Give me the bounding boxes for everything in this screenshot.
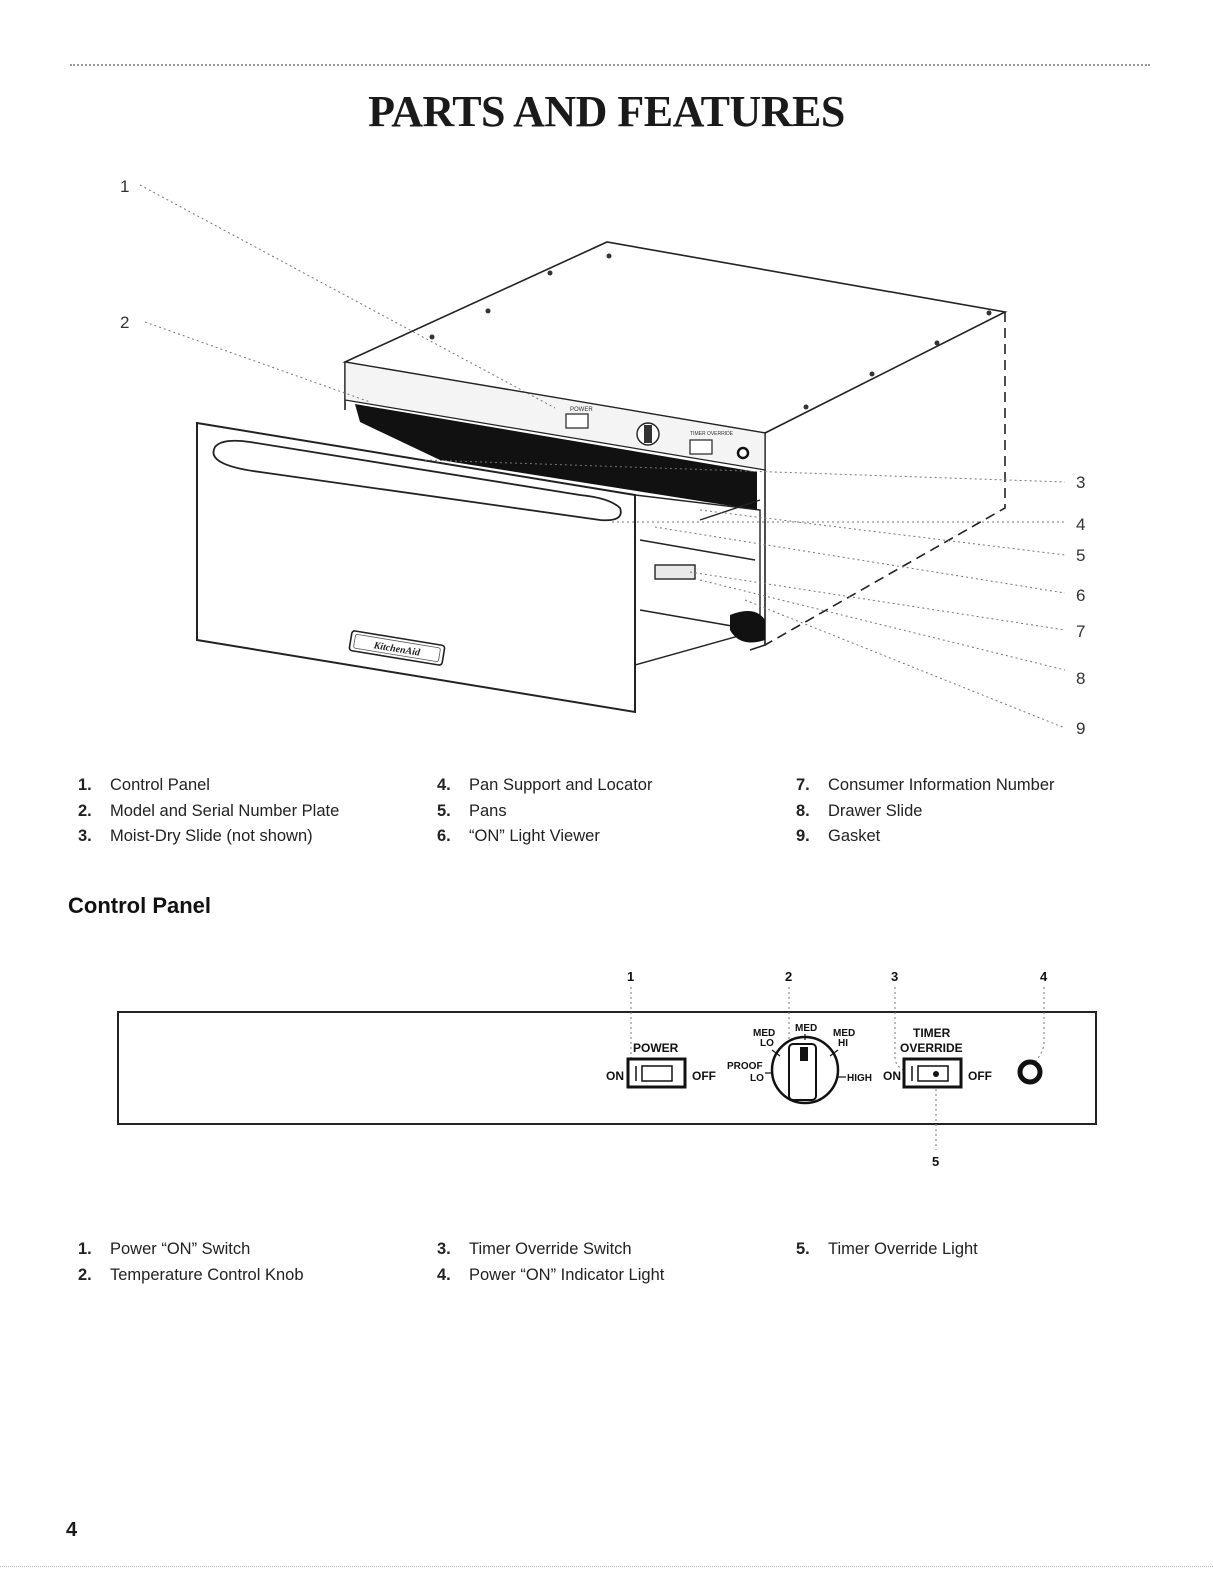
svg-text:2: 2 [120, 313, 129, 332]
gasket [730, 611, 765, 643]
power-indicator-light [1017, 1059, 1043, 1085]
drawer-handle [212, 439, 622, 522]
list-item: 1.Power “ON” Switch [78, 1240, 251, 1258]
timer-override-switch[interactable]: TIMER OVERRIDE ON OFF [883, 1026, 992, 1089]
svg-text:ON: ON [606, 1069, 624, 1083]
list-item: 7.Consumer Information Number [796, 776, 1055, 794]
power-switch-mini [565, 413, 589, 429]
list-item: 3.Timer Override Switch [437, 1240, 632, 1258]
control-panel-callouts: 1 2 3 4 5 [627, 969, 1048, 1169]
warming-drawer-illustration: POWER TIMER OVERRIDE KitchenAid 1 [120, 177, 1085, 738]
svg-text:6: 6 [1076, 586, 1085, 605]
control-panel-column-1: 1.Power “ON” Switch 2.Temperature Contro… [78, 1240, 304, 1291]
drawer-front: KitchenAid [196, 421, 636, 714]
svg-text:HIGH: HIGH [847, 1073, 872, 1084]
list-item: 4.Pan Support and Locator [437, 776, 653, 794]
svg-text:OVERRIDE: OVERRIDE [900, 1041, 963, 1055]
timer-switch-mini [689, 439, 713, 455]
svg-text:LO: LO [760, 1038, 774, 1049]
power-switch[interactable]: POWER ON OFF [606, 1041, 716, 1089]
callout-numbers: 1 2 3 4 5 6 7 8 9 [120, 177, 1085, 738]
svg-text:MED: MED [753, 1028, 775, 1039]
list-item: 2.Temperature Control Knob [78, 1265, 304, 1284]
parts-column-2: 4.Pan Support and Locator 5.Pans 6.“ON” … [437, 776, 652, 853]
svg-text:9: 9 [1076, 719, 1085, 738]
list-item: 2.Model and Serial Number Plate [78, 801, 340, 820]
svg-text:HI: HI [838, 1038, 848, 1049]
control-panel-heading: Control Panel [68, 893, 212, 918]
svg-text:1: 1 [120, 177, 129, 196]
parts-column-1: 1.Control Panel 2.Model and Serial Numbe… [78, 776, 339, 853]
svg-text:8: 8 [1076, 669, 1085, 688]
svg-text:5: 5 [1076, 546, 1085, 565]
list-item: 5.Pans [437, 801, 507, 820]
control-panel-diagram: 1 2 3 4 5 POWER ON OFF MED LO MED MED HI… [117, 969, 1097, 1169]
list-item: 5.Timer Override Light [796, 1240, 978, 1258]
svg-text:7: 7 [1076, 622, 1085, 641]
page-number: 4 [66, 1519, 78, 1541]
svg-text:ON: ON [883, 1069, 901, 1083]
svg-text:3: 3 [891, 969, 898, 984]
svg-text:TIMER OVERRIDE: TIMER OVERRIDE [690, 431, 734, 437]
bottom-dotted-rule [0, 1566, 1213, 1567]
list-item: 8.Drawer Slide [796, 801, 923, 820]
list-item: 1.Control Panel [78, 776, 210, 794]
svg-text:PROOF: PROOF [727, 1061, 763, 1072]
svg-text:4: 4 [1076, 515, 1085, 534]
indicator-light-mini [736, 446, 750, 460]
svg-text:TIMER: TIMER [913, 1026, 951, 1040]
svg-text:5: 5 [932, 1154, 939, 1169]
timer-override-light [933, 1071, 939, 1077]
control-panel-column-3: 5.Timer Override Light [796, 1240, 978, 1266]
svg-text:OFF: OFF [692, 1069, 716, 1083]
list-item: 4.Power “ON” Indicator Light [437, 1265, 665, 1284]
cabinet-control-strip: POWER TIMER OVERRIDE [344, 361, 766, 471]
svg-text:3: 3 [1076, 473, 1085, 492]
drawer-opening [355, 404, 757, 510]
svg-text:2: 2 [785, 969, 792, 984]
page-title: PARTS AND FEATURES [368, 87, 845, 136]
svg-text:POWER: POWER [570, 407, 593, 413]
list-item: 6.“ON” Light Viewer [437, 827, 600, 845]
temperature-control-knob[interactable]: MED LO MED MED HI PROOF LO HIGH [727, 1023, 872, 1105]
list-item: 9.Gasket [796, 827, 881, 845]
parts-column-3: 7.Consumer Information Number 8.Drawer S… [796, 776, 1055, 853]
top-dotted-rule [70, 64, 1150, 66]
svg-text:MED: MED [795, 1023, 817, 1034]
svg-text:MED: MED [833, 1028, 855, 1039]
svg-text:4: 4 [1040, 969, 1048, 984]
cabinet-screws [429, 253, 992, 410]
control-panel-column-2: 3.Timer Override Switch 4.Power “ON” Ind… [437, 1240, 664, 1291]
svg-text:1: 1 [627, 969, 634, 984]
kitchenaid-logo: KitchenAid [348, 630, 446, 666]
callout-leaders [139, 184, 1066, 729]
svg-text:LO: LO [750, 1073, 764, 1084]
svg-text:POWER: POWER [633, 1041, 679, 1055]
svg-text:OFF: OFF [968, 1069, 992, 1083]
list-item: 3.Moist-Dry Slide (not shown) [78, 827, 313, 845]
